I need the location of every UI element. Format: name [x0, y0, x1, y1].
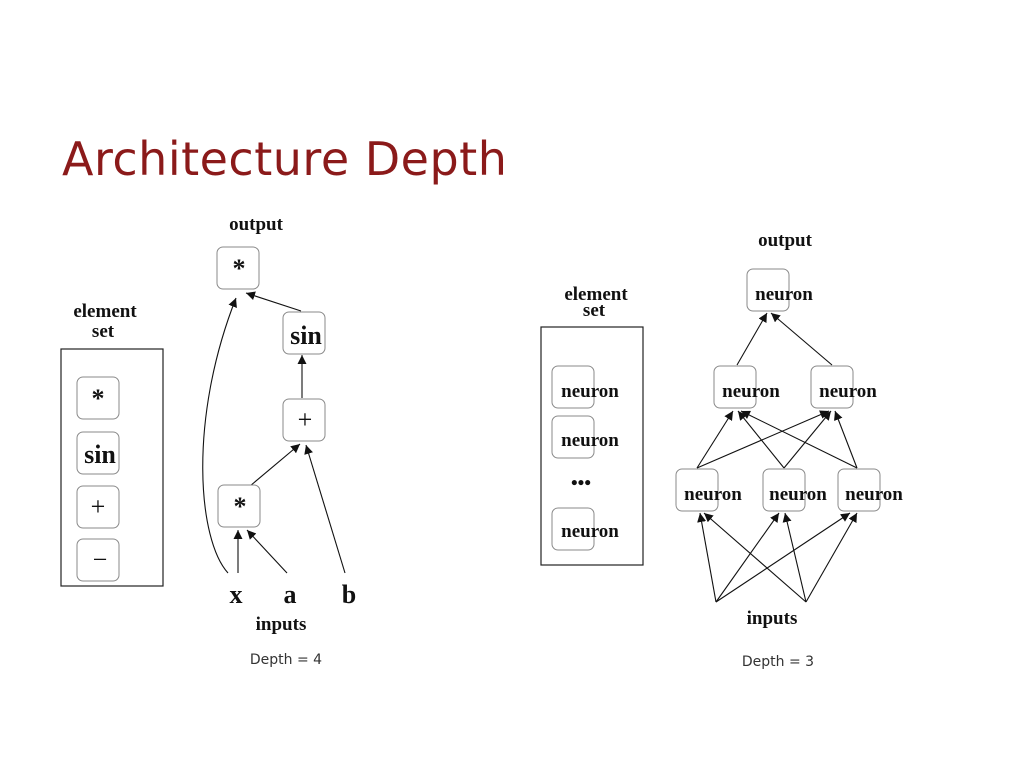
right-edge-in2-to-h1a [703, 512, 807, 603]
left-set-node-minus [76, 538, 120, 582]
right-set-neuron-1-label: neuron [561, 381, 619, 402]
left-set-node-sin [76, 431, 120, 475]
right-output-neuron-box [746, 268, 790, 312]
right-set-neuron-1-box [551, 365, 595, 409]
left-set-node-plus-label: + [91, 492, 106, 521]
right-edge-h2a-to-out [736, 312, 768, 366]
right-edge-in1-to-h1b [715, 512, 780, 603]
right-diagram: element set neuron neuron ••• neuron out… [540, 230, 903, 670]
left-node-sin [282, 311, 326, 355]
left-node-mid-mul-label: * [234, 492, 247, 521]
left-inputs-label: inputs [256, 614, 307, 635]
right-hidden1-a-box [675, 468, 719, 512]
left-output-label: output [229, 214, 284, 235]
right-edge-h1b-to-h2b [783, 410, 832, 469]
left-set-node-minus-label: − [93, 545, 108, 574]
right-hidden1-b-box [762, 468, 806, 512]
right-output-label: output [758, 230, 813, 251]
right-edge-in2-to-h1c [805, 512, 858, 603]
right-element-set-label-line2: set [583, 300, 606, 321]
right-edge-h1c-to-h2b [834, 410, 858, 469]
right-element-set-label-line1: element [564, 284, 628, 305]
right-edge-h1a-to-h2b [696, 410, 830, 469]
right-set-neuron-2-box [551, 415, 595, 459]
left-input-b: b [342, 580, 356, 609]
right-set-neuron-3-label: neuron [561, 521, 619, 542]
left-depth-caption: Depth = 4 [250, 652, 322, 668]
left-node-top-mul-label: * [233, 254, 246, 283]
right-hidden2-b-label: neuron [819, 381, 877, 402]
right-inputs-label: inputs [747, 608, 798, 629]
left-node-top-mul [216, 246, 260, 290]
right-edge-h1b-to-h2a [737, 410, 785, 469]
right-element-set-frame [540, 326, 644, 566]
left-node-plus-label: + [298, 405, 313, 434]
right-hidden1-c-box [837, 468, 881, 512]
right-edge-in2-to-h1b [782, 512, 807, 603]
left-node-sin-label: sin [290, 321, 322, 350]
left-edge-x-to-top-mul [202, 297, 237, 574]
left-element-set-label-line2: set [92, 321, 115, 342]
right-hidden1-b-label: neuron [769, 484, 827, 505]
right-edge-h1a-to-h2a [696, 410, 734, 469]
right-output-neuron-label: neuron [755, 284, 813, 305]
left-input-x: x [230, 580, 243, 609]
right-depth-caption: Depth = 3 [742, 654, 814, 670]
right-edge-h2b-to-out [770, 312, 833, 366]
right-hidden2-a-label: neuron [722, 381, 780, 402]
left-edge-sin-to-mul [245, 291, 302, 312]
right-hidden2-a-box [713, 365, 757, 409]
left-edge-a-to-mul [246, 529, 288, 574]
right-edge-in1-to-h1a [697, 512, 717, 603]
left-set-node-mul-label: * [92, 384, 105, 413]
left-element-set-label-line1: element [73, 301, 137, 322]
right-hidden1-a-label: neuron [684, 484, 742, 505]
right-hidden1-c-label: neuron [845, 484, 903, 505]
right-edge-h1c-to-h2a [740, 410, 858, 469]
right-set-neuron-2-label: neuron [561, 430, 619, 451]
left-input-a: a [284, 580, 297, 609]
left-diagram: element set * sin + − output * sin + * x [60, 214, 356, 668]
right-edge-in1-to-h1c [715, 512, 851, 603]
left-set-node-plus [76, 485, 120, 529]
left-node-plus [282, 398, 326, 442]
right-hidden2-b-box [810, 365, 854, 409]
left-node-mid-mul [217, 484, 261, 528]
left-edge-b-to-plus [304, 444, 346, 574]
slide-title: Architecture Depth [62, 132, 508, 186]
right-set-ellipsis: ••• [571, 473, 591, 494]
right-set-neuron-3-box [551, 507, 595, 551]
left-element-set-frame [60, 348, 164, 587]
left-set-node-sin-label: sin [84, 440, 116, 469]
left-set-node-mul [76, 376, 120, 420]
left-edge-mul-to-plus [249, 443, 301, 487]
